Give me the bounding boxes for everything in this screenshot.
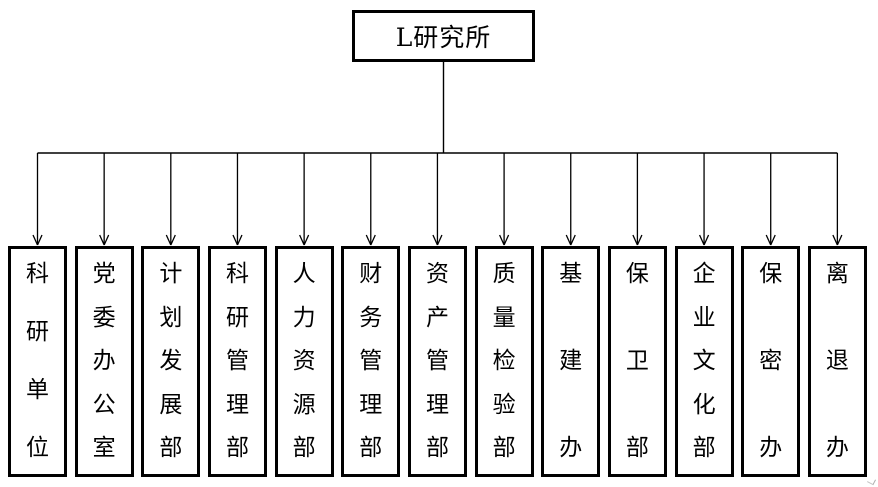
department-node-char: 公 (92, 391, 116, 418)
department-node-char: 人 (292, 261, 316, 287)
department-node-char: 力 (292, 304, 316, 331)
department-node-char: 企 (692, 261, 716, 287)
department-node: 保密办 (741, 246, 801, 477)
department-node-char: 验 (492, 391, 516, 418)
stray-mark (867, 476, 876, 486)
department-node-char: 室 (92, 435, 116, 461)
department-node-char: 基 (559, 261, 583, 287)
department-node-char: 办 (559, 435, 583, 461)
department-node-char: 资 (425, 261, 449, 287)
department-node-char: 退 (825, 348, 849, 374)
department-node-char: 科 (225, 261, 249, 287)
department-node-char: 保 (759, 261, 783, 287)
root-node: L研究所 (352, 10, 535, 62)
department-node: 科研管理部 (207, 246, 267, 477)
department-node-char: 部 (625, 435, 649, 461)
department-node-char: 文 (692, 348, 716, 374)
department-node: 计划发展部 (141, 246, 201, 477)
department-node-char: 离 (825, 261, 849, 287)
department-node-char: 委 (92, 304, 116, 331)
department-node-char: 划 (159, 304, 183, 331)
root-node-label: L研究所 (395, 23, 492, 52)
department-node: 资产管理部 (407, 246, 467, 477)
department-node-char: 理 (359, 391, 383, 418)
department-node-char: 源 (292, 391, 316, 418)
department-node-char: 发 (159, 348, 183, 374)
department-node: 党委办公室 (74, 246, 134, 477)
department-node-char: 检 (492, 348, 516, 374)
department-node-char: 部 (692, 435, 716, 461)
department-node-char: 管 (359, 348, 383, 374)
department-node-char: 密 (759, 348, 783, 374)
department-node-char: 部 (159, 435, 183, 461)
department-node-char: 科 (26, 261, 49, 287)
department-node-char: 建 (559, 348, 583, 374)
department-node-char: 办 (825, 435, 849, 461)
department-node-char: 理 (225, 391, 249, 418)
department-node-char: 研 (225, 304, 249, 331)
department-node-char: 卫 (625, 348, 649, 374)
department-node: 基建办 (541, 246, 601, 477)
department-node-char: 展 (159, 391, 183, 418)
department-node: 质量检验部 (474, 246, 534, 477)
department-node-char: 产 (425, 304, 449, 331)
department-node-char: 部 (292, 435, 316, 461)
department-node-char: 部 (359, 435, 383, 461)
department-node-char: 计 (159, 261, 183, 287)
department-node-char: 部 (492, 435, 516, 461)
department-node: 离退办 (807, 246, 867, 477)
department-node-char: 部 (225, 435, 249, 461)
department-node: 财务管理部 (341, 246, 401, 477)
department-node-char: 量 (492, 304, 516, 331)
department-node-char: 理 (425, 391, 449, 418)
department-node-char: 部 (425, 435, 449, 461)
department-row: 科研单位党委办公室计划发展部科研管理部人力资源部财务管理部资产管理部质量检验部基… (8, 246, 867, 477)
department-node-char: 研 (26, 319, 49, 345)
department-node-char: 单 (26, 377, 49, 403)
department-node-char: 保 (625, 261, 649, 287)
department-node-char: 办 (92, 348, 116, 374)
department-node-char: 化 (692, 391, 716, 418)
department-node-char: 管 (425, 348, 449, 374)
department-node-char: 党 (92, 261, 116, 287)
department-node: 人力资源部 (274, 246, 334, 477)
department-node: 科研单位 (8, 246, 67, 477)
department-node-char: 业 (692, 304, 716, 331)
department-node-char: 办 (759, 435, 783, 461)
department-node-char: 位 (26, 435, 49, 461)
department-node: 保卫部 (607, 246, 667, 477)
department-node-char: 务 (359, 304, 383, 331)
department-node-char: 管 (225, 348, 249, 374)
department-node-char: 质 (492, 261, 516, 287)
department-node: 企业文化部 (674, 246, 734, 477)
department-node-char: 财 (359, 261, 383, 287)
department-node-char: 资 (292, 348, 316, 374)
